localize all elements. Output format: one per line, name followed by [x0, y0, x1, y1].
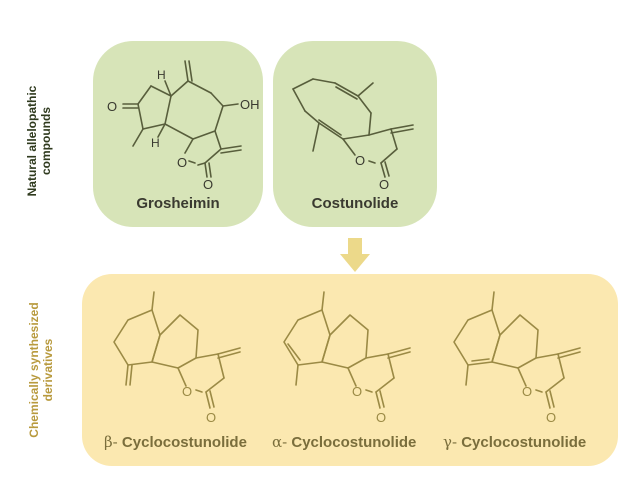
gamma-name: Cyclocostunolide [461, 434, 587, 451]
derived-section-label: Chemically synthesized derivatives [27, 290, 57, 450]
beta-cyclocostunolide-name: β- Cyclocostunolide [104, 433, 247, 451]
grosheimin-oh: OH [240, 97, 260, 112]
natural-section-label-text: Natural allelopathic compounds [25, 85, 53, 197]
costunolide-name: Costunolide [311, 195, 399, 212]
down-arrow-icon [340, 238, 370, 272]
natural-section-label: Natural allelopathic compounds [25, 71, 55, 211]
alpha-name: Cyclocostunolide [291, 434, 417, 451]
beta-prefix: β- [104, 433, 118, 451]
beta-ring-o: O [182, 384, 192, 399]
grosheimin-ketone-o: O [107, 99, 117, 114]
costunolide-ring-o: O [355, 153, 365, 168]
derivatives-panel [82, 274, 618, 466]
gamma-cyclocostunolide-structure: O O [453, 291, 581, 425]
alpha-cyclocostunolide-name: α- Cyclocostunolide [272, 433, 416, 451]
beta-cyclocostunolide-structure: O O [113, 291, 241, 425]
alpha-prefix: α- [272, 433, 288, 451]
gamma-prefix: γ- [443, 433, 458, 451]
alpha-cyclocostunolide-structure: O O [283, 291, 411, 425]
grosheimin-h1: H [157, 68, 166, 82]
alpha-ring-o: O [352, 384, 362, 399]
grosheimin-carbonyl-o: O [203, 177, 213, 191]
costunolide-structure: O O [292, 78, 414, 191]
costunolide-carbonyl-o: O [379, 177, 389, 191]
costunolide-card [273, 41, 437, 227]
derived-section-label-text: Chemically synthesized derivatives [27, 302, 55, 438]
gamma-cyclocostunolide-name: γ- Cyclocostunolide [443, 433, 586, 451]
grosheimin-card [93, 41, 263, 227]
gamma-ring-o: O [522, 384, 532, 399]
grosheimin-name: Grosheimin [136, 195, 220, 212]
grosheimin-structure: O OH H H O O [107, 60, 260, 191]
grosheimin-ring-o: O [177, 155, 187, 170]
alpha-carbonyl-o: O [376, 410, 386, 425]
grosheimin-h2: H [151, 136, 160, 150]
beta-name: Cyclocostunolide [121, 434, 247, 451]
beta-carbonyl-o: O [206, 410, 216, 425]
gamma-carbonyl-o: O [546, 410, 556, 425]
